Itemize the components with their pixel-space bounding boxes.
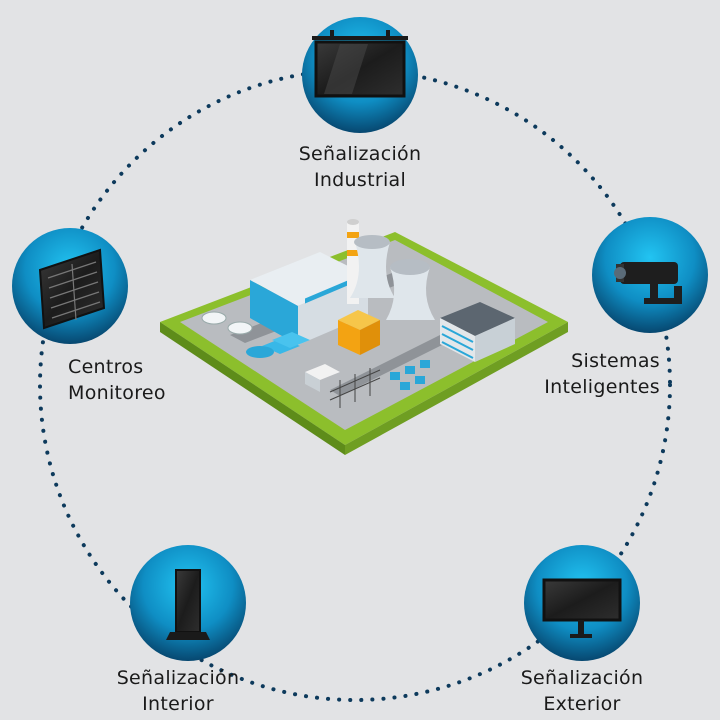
label-interior: Señalización Interior (116, 667, 240, 715)
label-exterior: Señalización Exterior (520, 667, 644, 715)
node-monitoreo[interactable] (12, 228, 128, 344)
node-interior[interactable] (130, 545, 246, 661)
industrial-plant-icon (160, 219, 568, 455)
node-inteligentes[interactable] (592, 217, 708, 333)
connection-ring (38, 68, 672, 702)
node-industrial[interactable] (302, 17, 418, 133)
label-monitoreo: Centros Monitoreo (68, 356, 166, 404)
node-exterior[interactable] (524, 545, 640, 661)
label-industrial: Señalización Industrial (298, 143, 422, 191)
totem-display-icon (166, 569, 210, 640)
security-camera-icon (614, 262, 682, 304)
outdoor-billboard-icon (542, 578, 622, 638)
billboard-icon (312, 30, 408, 98)
monitoring-screen-icon (38, 248, 106, 330)
label-inteligentes: Sistemas Inteligentes (544, 350, 660, 398)
